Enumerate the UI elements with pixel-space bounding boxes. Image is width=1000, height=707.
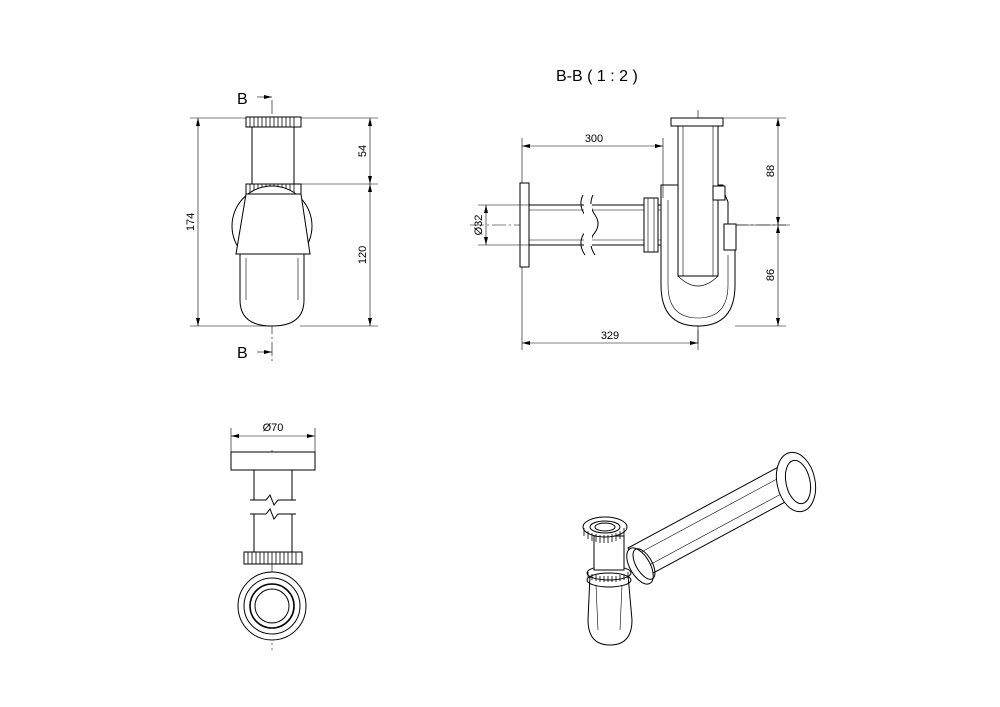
dim-upper-height: 54 bbox=[357, 145, 369, 157]
dim-upper-section: 88 bbox=[765, 165, 777, 177]
side-view: Ø70 bbox=[230, 422, 316, 650]
top-nut-knurl bbox=[249, 117, 295, 127]
front-view: 174 54 120 B B bbox=[185, 91, 378, 362]
dim-flange-diameter: Ø70 bbox=[263, 422, 284, 434]
section-title: B-B ( 1 : 2 ) bbox=[556, 68, 638, 85]
side-nut-knurl bbox=[247, 552, 297, 564]
isometric-view bbox=[582, 451, 817, 646]
section-marker-top: B bbox=[237, 91, 248, 108]
dim-total-length: 329 bbox=[601, 330, 619, 342]
dim-lower-section: 86 bbox=[765, 269, 777, 281]
dim-pipe-diameter: Ø32 bbox=[473, 215, 485, 236]
section-view: B-B ( 1 : 2 ) 30 bbox=[470, 68, 790, 350]
dim-lower-height: 120 bbox=[357, 246, 369, 264]
section-marker-bottom: B bbox=[237, 345, 248, 362]
dim-pipe-length: 300 bbox=[585, 133, 603, 145]
dim-total-height: 174 bbox=[185, 213, 197, 231]
